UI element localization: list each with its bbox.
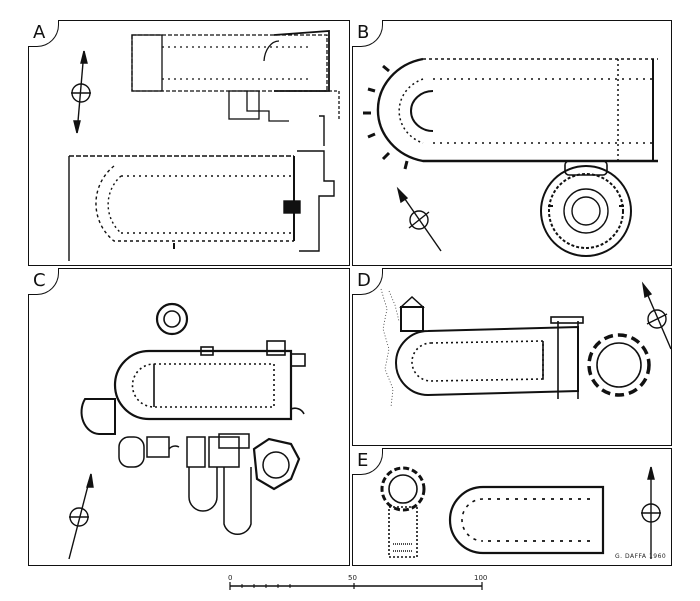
scale-label-0: 0 [228,574,233,582]
panel-label: D [357,270,371,291]
panel-label: B [357,22,370,43]
panel-label-tab: A [28,20,59,47]
lower-apse-hall-plan [68,115,335,261]
apsed-basilica-plan [363,57,658,170]
plan-c-drawing [68,302,306,560]
north-arrow-icon [641,466,661,559]
panel-label: A [33,22,46,43]
panel-c: C [28,268,350,566]
plan-a-drawing [68,30,340,261]
upper-basilica-plan [131,30,340,122]
panel-d: D [352,268,672,446]
plan-b-drawing [363,57,658,257]
plan-d-drawing [380,281,672,408]
scale-label-100: 100 [474,574,488,582]
rotunda-plan [587,333,651,397]
annex-rooms-plan [118,433,301,536]
chapel-plan [399,295,425,332]
apsed-basilica-plan [395,316,584,399]
apsed-hall-plan [448,485,605,555]
north-arrow-icon [71,50,91,134]
rock-hatching [380,288,400,408]
panel-label: E [357,450,369,471]
north-arrow-icon [68,473,94,560]
apsed-hall-plan [80,302,306,435]
panel-label: C [33,270,46,291]
north-arrow-icon [641,281,672,350]
plan-e-drawing [380,466,661,559]
panel-b: B [352,20,672,266]
rotunda-plan [540,160,632,257]
panel-a: A [28,20,350,266]
scale-bar: 0 50 100 [226,574,488,596]
panel-e: E G. DAFFA 1960 [352,448,672,566]
scale-bar-graphic [229,582,483,590]
north-arrow-icon [396,186,442,252]
scale-label-50: 50 [348,574,357,582]
signature-text: G. DAFFA 1960 [615,553,667,560]
rotunda-plan [380,466,426,558]
